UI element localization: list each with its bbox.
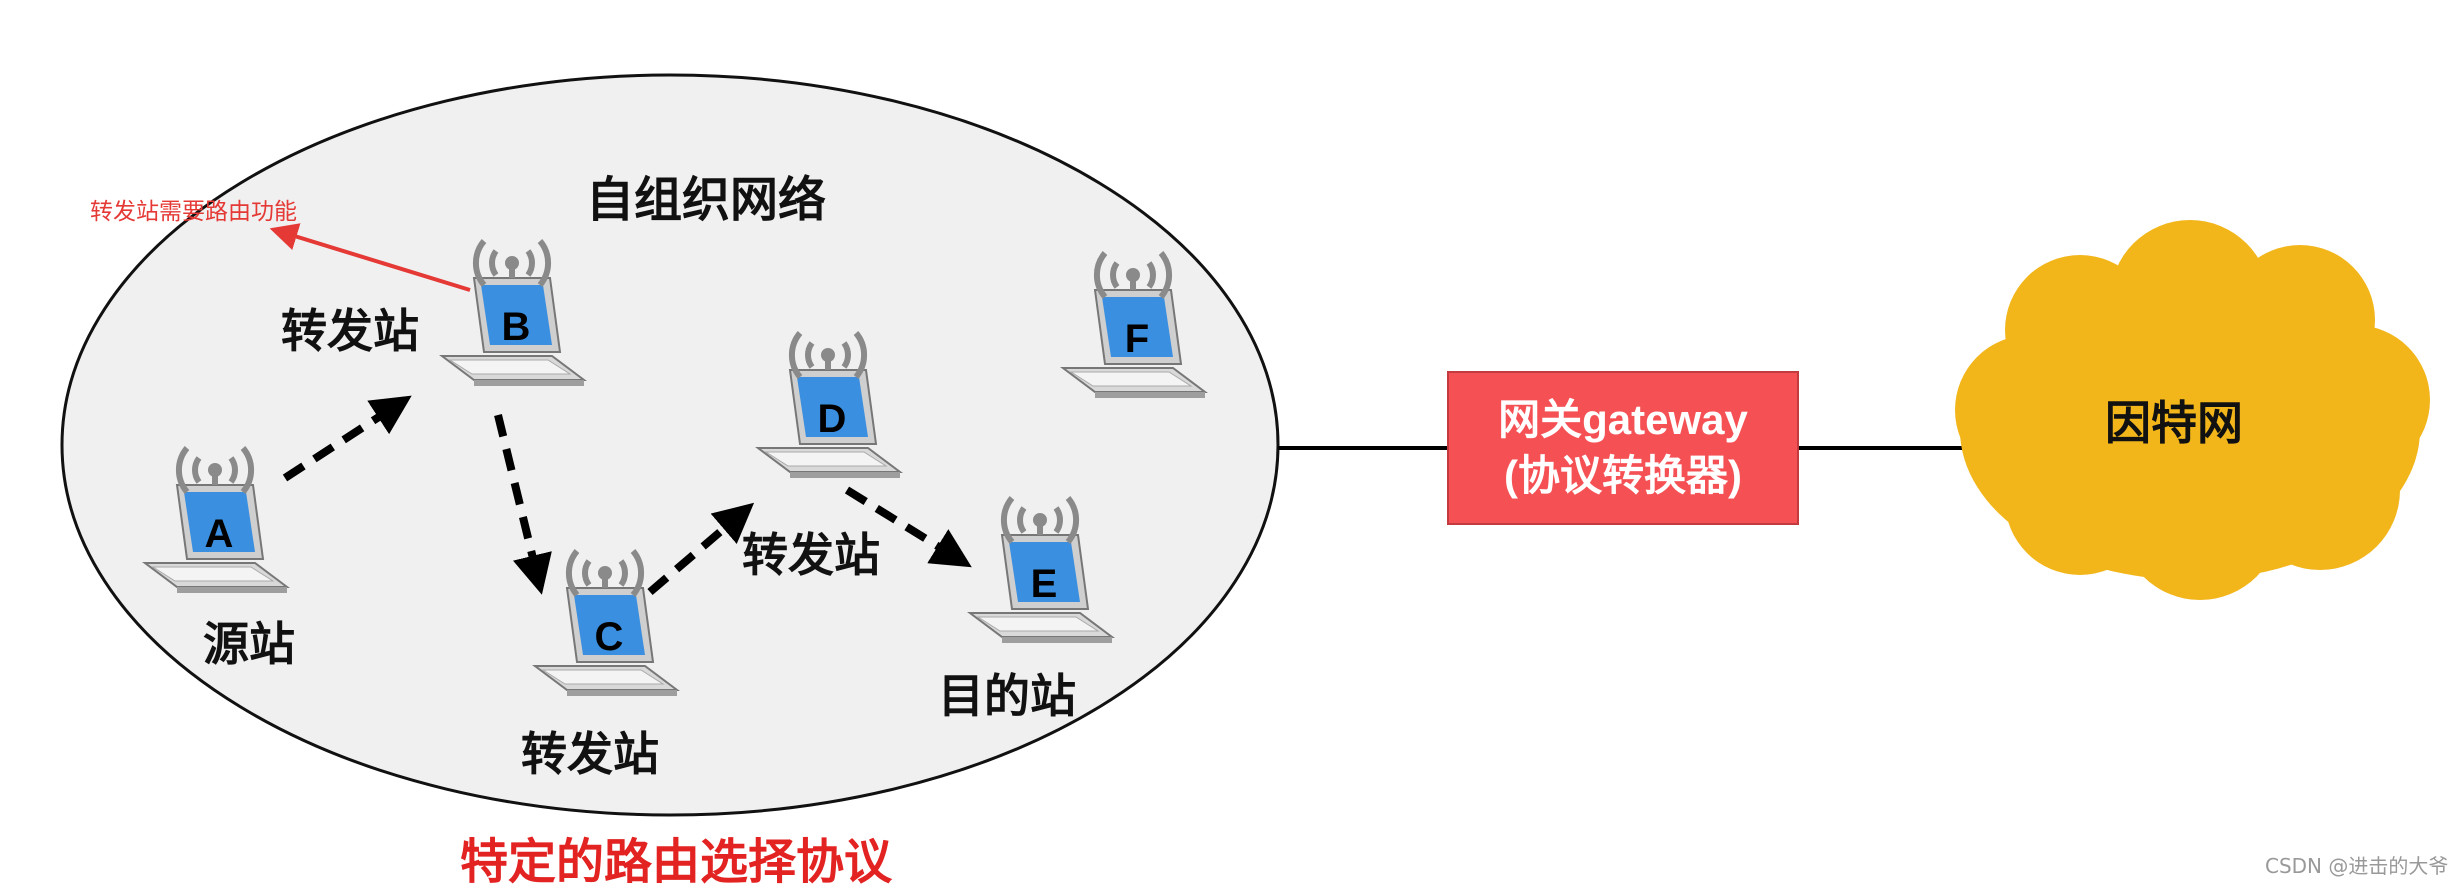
gateway-sublabel: (协议转换器): [1504, 452, 1742, 499]
routing-annotation: 转发站需要路由功能: [90, 199, 297, 225]
route-arrow-b-to-c: [494, 414, 552, 595]
node-role-c: 转发站: [521, 727, 659, 781]
route-arrow-c-to-d: [647, 502, 755, 596]
annotation-arrow: [269, 223, 471, 292]
node-letter-a: A: [205, 512, 234, 556]
route-arrow-d-to-e: [844, 486, 972, 568]
node-role-b: 转发站: [281, 304, 419, 358]
routing-protocol-caption: 特定的路由选择协议: [460, 834, 893, 890]
node-letter-e: E: [1031, 562, 1058, 606]
gateway-box: 网关gateway (协议转换器): [1447, 371, 1799, 525]
watermark: CSDN @进击的大爷: [2265, 854, 2449, 878]
node-role-a: 源站: [203, 617, 295, 671]
internet-cloud: [1955, 220, 2430, 600]
node-letter-c: C: [595, 615, 624, 659]
network-title: 自组织网络: [586, 172, 827, 228]
route-arrow-a-to-b: [282, 395, 412, 482]
node-letter-d: D: [818, 397, 847, 441]
gateway-label: 网关gateway: [1498, 396, 1748, 443]
node-letter-b: B: [502, 305, 531, 349]
node-role-d: 转发站: [742, 528, 880, 582]
node-letter-f: F: [1125, 317, 1149, 361]
node-role-e: 目的站: [938, 669, 1076, 723]
internet-label: 因特网: [2105, 396, 2243, 450]
